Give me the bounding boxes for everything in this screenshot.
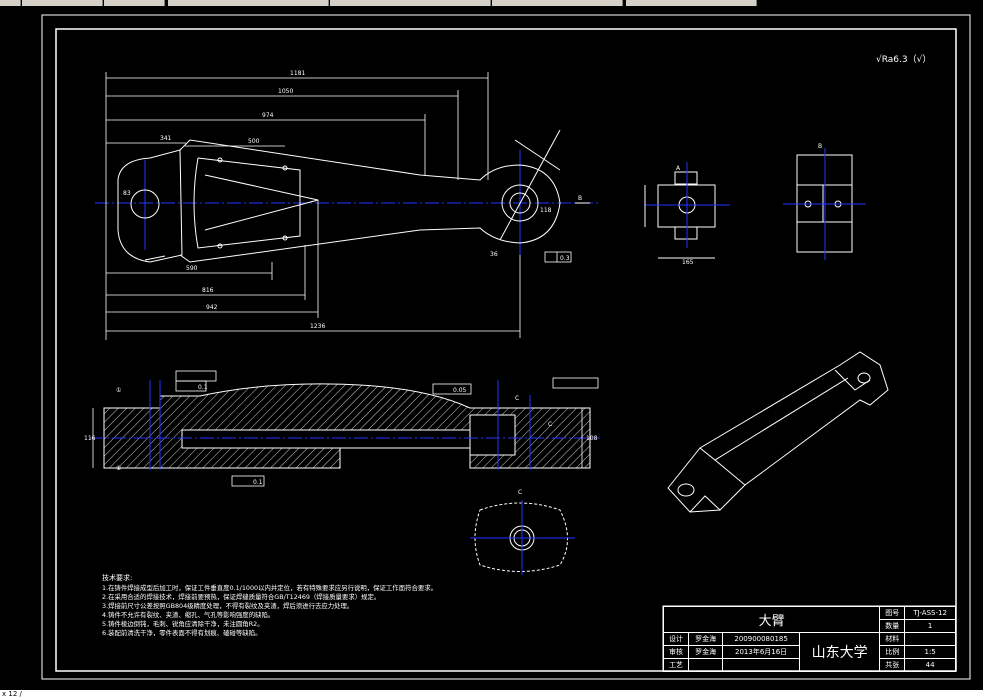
tolerance-frame-main [544,251,572,263]
dim-1236: 1236 [310,323,325,330]
scale: 1:5 [904,645,956,659]
dim-165: 165 [682,259,694,266]
dim-1181: 1181 [290,70,305,77]
coord-readout: x 12 / [2,690,22,698]
dim-974: 974 [262,112,274,119]
date: 2013年6月16日 [722,645,801,659]
document-tab[interactable] [492,0,623,6]
dim-341: 341 [160,135,172,142]
qty: 1 [904,619,956,633]
craft [687,658,724,672]
dim-942: 942 [206,304,218,311]
dimension-texts: 1181 1050 974 500 341 590 816 942 1236 1… [123,70,582,330]
dim-36: 36 [490,251,498,258]
label-c-2: C [548,421,552,428]
sheet-label: 共张 [879,658,906,672]
section-annotations [92,370,599,487]
qty-label: 数量 [879,619,906,633]
label-b: B [578,195,582,202]
document-tab[interactable] [22,0,103,6]
inner-border [55,28,957,672]
dim-83: 83 [123,190,131,197]
status-bar: x 12 / [0,690,983,698]
title-block: 大臂 图号 TJ-ASS-12 数量 1 设计 罗金海 200900080185… [662,606,956,672]
tolerance-frame-1: 0.1 [198,384,208,391]
technical-notes: 技术要求: 1.在铸件焊接成型后加工时，保证工件垂直度0.1/1000以内并定位… [102,574,622,638]
dim-500: 500 [248,138,260,145]
craft-label: 工艺 [663,658,689,672]
dim-118: 118 [540,207,552,214]
drawing-no-label: 图号 [879,606,906,620]
material [904,632,956,646]
student-id: 200900080185 [722,632,801,646]
scale-label: 比例 [879,645,906,659]
note-item: 3.焊接前尺寸公差按照GB804级精度处理，不得有裂纹及夹渣，焊后须进行去应力处… [102,602,354,610]
dim-108: 108 [586,435,598,442]
document-tab[interactable] [168,0,329,6]
note-item: 6.装配前清洗干净，零件表面不得有划痕、磕碰等缺陷。 [102,629,262,637]
document-tab[interactable] [330,0,491,6]
dim-816: 816 [202,287,214,294]
checker-label: 审核 [663,645,689,659]
dimension-lines [105,72,521,340]
dim-116: 116 [84,435,96,442]
label-c: C [515,395,519,402]
view-a [644,162,730,259]
designer-label: 设计 [663,632,689,646]
outer-border [41,14,971,680]
roughness-note: √Ra6.3（√） [876,54,931,65]
tolerance-frame-3: 0.1 [253,479,263,486]
notes-heading: 技术要求: [102,574,133,582]
designer: 罗金海 [687,632,724,646]
document-tab[interactable] [0,0,21,6]
label-one: ① [116,387,121,394]
checker: 罗金海 [687,645,724,659]
part-name: 大臂 [662,606,881,633]
label-one-b: ① [116,465,121,472]
sheet: 44 [904,658,956,672]
dim-1050: 1050 [278,88,293,95]
blank-cell [722,658,801,672]
cad-drawing: √Ra6.3（√） [41,14,971,680]
document-tab[interactable] [104,0,165,6]
section-view [90,380,600,470]
school: 山东大学 [799,632,881,672]
tolerance-frame-2: 0.05 [453,387,467,394]
tolerance-value: 0.3 [560,255,570,262]
isometric-view [667,351,889,513]
label-a: A [676,165,681,172]
main-view [95,129,600,263]
drawing-no: TJ-ASS-12 [904,606,956,620]
dim-590: 590 [186,265,198,272]
view-c [470,500,575,575]
note-item: 2.在采用合适的焊接技术，焊接前要预热，保证焊缝质量符合GB/T12469（焊接… [102,593,381,601]
note-item: 1.在铸件焊接成型后加工时，保证工件垂直度0.1/1000以内并定位，若有特殊要… [102,584,438,592]
material-label: 材料 [879,632,906,646]
drawing-canvas[interactable]: √Ra6.3（√） [0,7,983,690]
document-tab-strip [0,0,983,7]
document-tab[interactable] [626,0,757,6]
label-b-view: B [818,143,822,150]
view-b [783,148,866,260]
note-item: 5.铸件棱边倒钝，毛刺、锐角应清除干净，未注圆角R2。 [102,620,264,628]
note-item: 4.铸件不允许有裂纹、夹渣、缩孔、气孔等影响强度的缺陷。 [102,611,275,619]
label-c-view: C [518,489,522,496]
